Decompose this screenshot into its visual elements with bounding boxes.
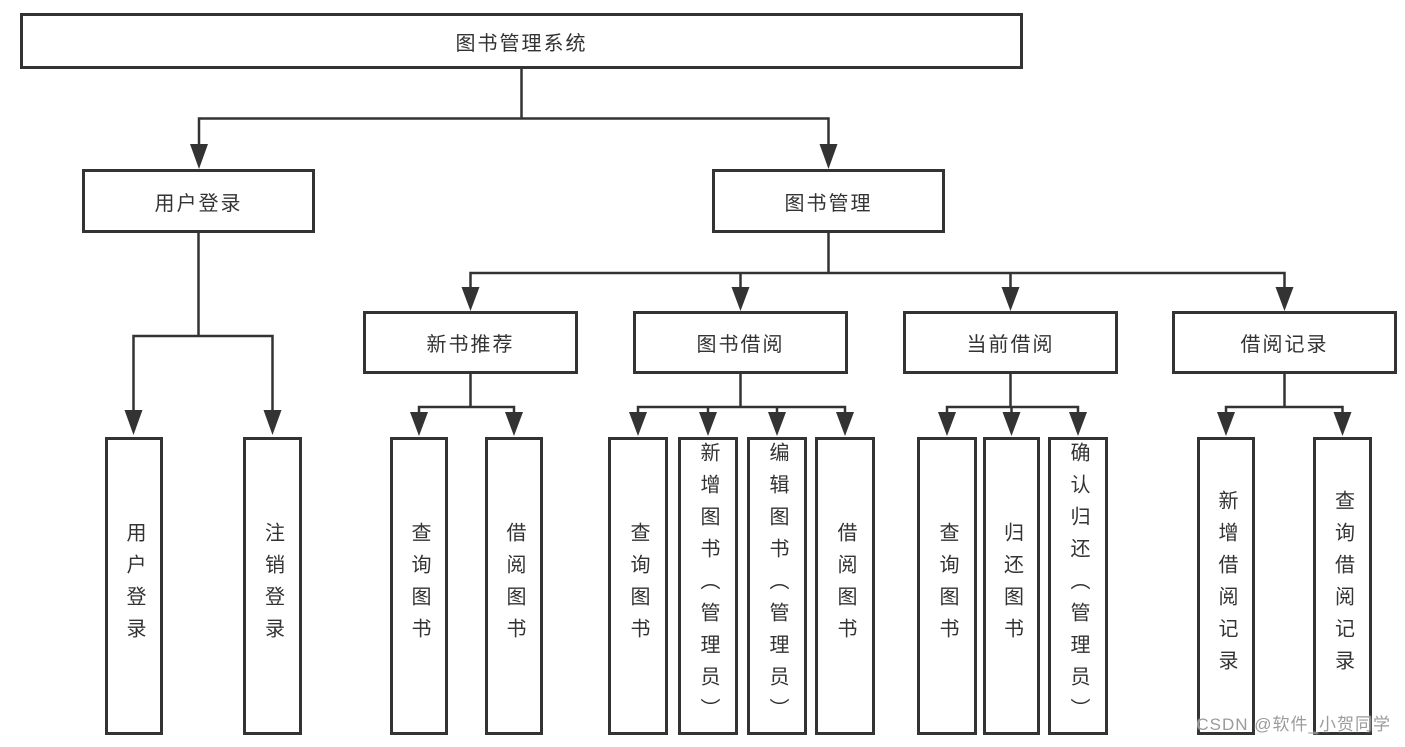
node-user-login-label: 用户登录 bbox=[154, 192, 243, 215]
leaf-current-confirm-return-label: 确认归还（管理员） bbox=[1067, 442, 1089, 730]
node-root-label: 图书管理系统 bbox=[455, 32, 588, 55]
node-book-borrow: 图书借阅 bbox=[633, 311, 848, 374]
connector-book-management-children bbox=[469, 231, 1286, 293]
leaf-recommend-query-book: 查询图书 bbox=[390, 437, 448, 735]
node-current-borrow-label: 当前借阅 bbox=[966, 334, 1055, 356]
connector-book-borrow-children bbox=[636, 372, 847, 420]
leaf-current-query-book-label: 查询图书 bbox=[936, 522, 958, 650]
connector-line bbox=[945, 372, 1080, 420]
arrowhead-current-return-book bbox=[1002, 412, 1021, 436]
connector-line bbox=[417, 372, 516, 420]
arrowhead-records-query-record bbox=[1333, 412, 1352, 436]
arrowhead-current-borrow bbox=[1001, 287, 1020, 311]
arrowhead-borrow-edit-book bbox=[768, 412, 786, 436]
leaf-logout: 注销登录 bbox=[243, 437, 302, 735]
leaf-borrow-edit-book-label: 编辑图书（管理员） bbox=[766, 442, 788, 730]
arrowhead-recommend-query-book bbox=[410, 412, 428, 436]
leaf-borrow-edit-book: 编辑图书（管理员） bbox=[747, 437, 807, 735]
leaf-recommend-borrow-book-label: 借阅图书 bbox=[503, 522, 525, 650]
node-borrow-records-label: 借阅记录 bbox=[1240, 334, 1329, 356]
arrowhead-borrow-records bbox=[1275, 287, 1294, 311]
arrowhead-user-login bbox=[190, 144, 208, 169]
connector-user-login-children bbox=[132, 231, 274, 418]
arrowhead-current-query-book bbox=[938, 412, 956, 436]
connector-line bbox=[132, 231, 274, 418]
leaf-borrow-add-book-label: 新增图书（管理员） bbox=[697, 442, 719, 730]
leaf-logout-label: 注销登录 bbox=[261, 522, 284, 650]
connector-line bbox=[636, 372, 847, 420]
leaf-borrow-add-book: 新增图书（管理员） bbox=[678, 437, 738, 735]
leaf-borrow-borrow-book-label: 借阅图书 bbox=[834, 522, 856, 650]
connector-line bbox=[197, 67, 830, 152]
leaf-borrow-query-book-label: 查询图书 bbox=[627, 522, 649, 650]
leaf-current-confirm-return: 确认归还（管理员） bbox=[1048, 437, 1108, 735]
arrowhead-borrow-query-book bbox=[629, 412, 647, 436]
arrowhead-borrow-add-book bbox=[699, 412, 717, 436]
connector-line bbox=[469, 231, 1286, 293]
leaf-recommend-query-book-label: 查询图书 bbox=[408, 522, 430, 650]
arrowhead-leaf-logout bbox=[263, 410, 282, 435]
arrowhead-records-add-record bbox=[1217, 412, 1235, 436]
connector-line bbox=[1224, 372, 1344, 420]
leaf-current-query-book: 查询图书 bbox=[917, 437, 977, 735]
connector-root-to-level2 bbox=[197, 67, 830, 152]
leaf-user-login: 用户登录 bbox=[105, 437, 163, 735]
leaf-borrow-query-book: 查询图书 bbox=[608, 437, 668, 735]
leaf-borrow-borrow-book: 借阅图书 bbox=[815, 437, 875, 735]
connector-new-book-recommend-children bbox=[417, 372, 516, 420]
node-borrow-records: 借阅记录 bbox=[1172, 311, 1397, 374]
leaf-current-return-book: 归还图书 bbox=[983, 437, 1040, 735]
arrowhead-book-borrow bbox=[731, 287, 750, 311]
node-book-management: 图书管理 bbox=[712, 169, 945, 233]
arrowhead-book-management bbox=[819, 144, 838, 169]
arrowhead-recommend-borrow-book bbox=[505, 412, 523, 436]
node-root: 图书管理系统 bbox=[20, 13, 1023, 69]
leaf-records-add-record: 新增借阅记录 bbox=[1197, 437, 1255, 735]
node-current-borrow: 当前借阅 bbox=[903, 311, 1118, 374]
leaf-user-login-label: 用户登录 bbox=[123, 522, 145, 650]
arrowhead-new-book-recommend bbox=[461, 287, 480, 311]
node-user-login: 用户登录 bbox=[82, 169, 315, 233]
node-book-borrow-label: 图书借阅 bbox=[696, 334, 785, 356]
connector-borrow-records-children bbox=[1224, 372, 1344, 420]
node-new-book-recommend-label: 新书推荐 bbox=[426, 334, 515, 356]
leaf-records-query-record-label: 查询借阅记录 bbox=[1331, 490, 1354, 682]
arrowhead-borrow-borrow-book bbox=[836, 412, 854, 436]
node-new-book-recommend: 新书推荐 bbox=[363, 311, 578, 374]
leaf-records-query-record: 查询借阅记录 bbox=[1313, 437, 1372, 735]
arrowhead-leaf-user-login bbox=[124, 410, 143, 435]
leaf-recommend-borrow-book: 借阅图书 bbox=[485, 437, 543, 735]
connector-current-borrow-children bbox=[945, 372, 1080, 420]
leaf-records-add-record-label: 新增借阅记录 bbox=[1215, 490, 1237, 682]
arrowhead-current-confirm-return bbox=[1069, 412, 1087, 436]
node-book-management-label: 图书管理 bbox=[784, 192, 873, 215]
leaf-current-return-book-label: 归还图书 bbox=[1000, 522, 1023, 650]
csdn-watermark: CSDN @软件_小贺同学 bbox=[1196, 715, 1391, 734]
